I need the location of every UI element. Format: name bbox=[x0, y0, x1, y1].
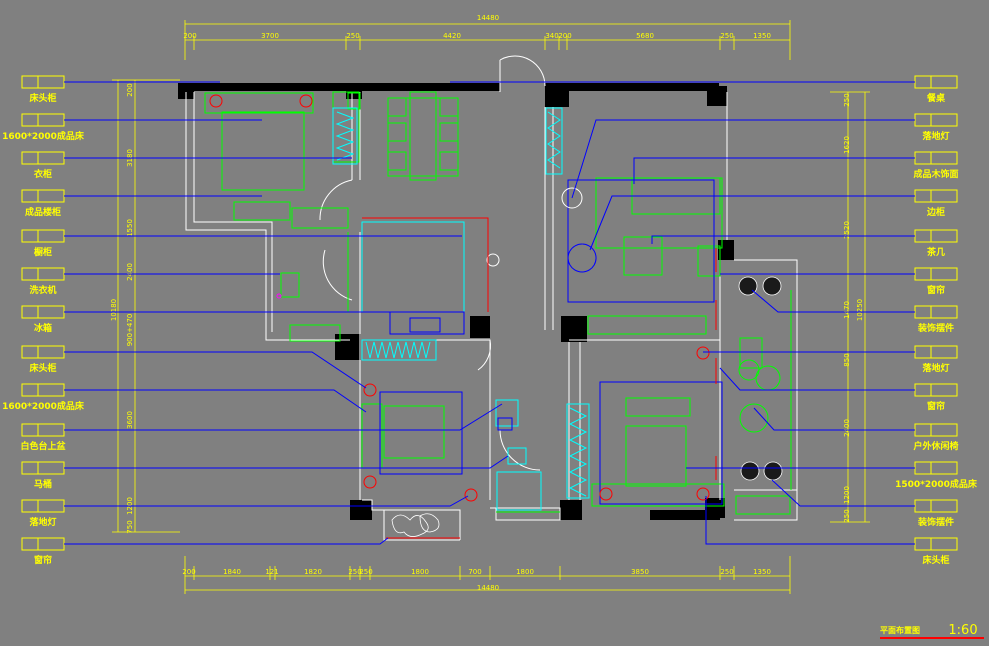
bottom-dim-1: 200 bbox=[182, 568, 195, 576]
left-dim-8: 750 bbox=[126, 520, 134, 533]
left-labels: 床头柜 1600*2000成品床 衣柜 成品楼柜 橱柜 洗衣机 冰箱 床头柜 1… bbox=[2, 92, 85, 566]
left-tags bbox=[21, 75, 509, 551]
bottom-dim-12: 1350 bbox=[753, 568, 771, 576]
wardrobes bbox=[332, 107, 590, 499]
top-dimension: 14480 200 3700 250 4420 340 200 5680 250… bbox=[183, 14, 791, 60]
right-dim-7: 1200 bbox=[843, 486, 851, 504]
left-dim-1: 200 bbox=[126, 83, 134, 96]
bottom-dim-8: 700 bbox=[468, 568, 481, 576]
fixtures bbox=[361, 179, 723, 511]
label-right-9: 窗帘 bbox=[927, 400, 945, 412]
right-dim-8: 250 bbox=[843, 509, 851, 522]
right-labels: 餐桌 落地灯 成品木饰面 边柜 茶几 窗帘 装饰摆件 落地灯 窗帘 户外休闲椅 … bbox=[895, 92, 978, 566]
right-dim-6: 2400 bbox=[843, 419, 851, 437]
thin-walls bbox=[185, 55, 798, 541]
label-right-5: 茶几 bbox=[926, 246, 945, 258]
label-left-5: 橱柜 bbox=[34, 246, 52, 258]
left-dim-3: 1550 bbox=[126, 219, 134, 237]
label-left-12: 落地灯 bbox=[29, 516, 56, 528]
label-right-12: 装饰摆件 bbox=[917, 516, 954, 528]
label-right-8: 落地灯 bbox=[922, 362, 949, 374]
top-dim-4: 4420 bbox=[443, 32, 461, 40]
drawing-title: 平面布置图 bbox=[880, 625, 920, 635]
bottom-dim-6: 250 bbox=[359, 568, 372, 576]
label-left-11: 马桶 bbox=[34, 478, 52, 490]
top-dim-9: 1350 bbox=[753, 32, 771, 40]
label-left-6: 洗衣机 bbox=[29, 284, 56, 296]
right-dim-4: 1470 bbox=[843, 301, 851, 319]
label-left-3: 衣柜 bbox=[34, 168, 52, 180]
drawing-scale: 1:60 bbox=[948, 623, 977, 638]
label-right-1: 餐桌 bbox=[926, 92, 946, 104]
bottom-dim-10: 3850 bbox=[631, 568, 649, 576]
label-left-7: 冰箱 bbox=[34, 322, 52, 334]
top-dim-8: 250 bbox=[720, 32, 733, 40]
title-block: 平面布置图 1:60 bbox=[880, 623, 984, 639]
label-left-4: 成品楼柜 bbox=[25, 206, 61, 218]
right-dim-2: 1620 bbox=[843, 136, 851, 154]
label-right-4: 边柜 bbox=[926, 206, 945, 218]
left-total-dim: 10180 bbox=[110, 299, 118, 321]
furniture bbox=[204, 91, 792, 515]
label-right-6: 窗帘 bbox=[927, 284, 945, 296]
label-right-11: 1500*2000成品床 bbox=[895, 478, 978, 490]
right-total-dim: 10250 bbox=[856, 299, 864, 321]
bottom-dim-9: 1800 bbox=[516, 568, 534, 576]
top-dim-3: 250 bbox=[346, 32, 359, 40]
top-dim-2: 3700 bbox=[261, 32, 279, 40]
bottom-total-dim: 14480 bbox=[477, 584, 499, 592]
label-right-7: 装饰摆件 bbox=[917, 322, 954, 334]
plants bbox=[391, 187, 783, 537]
right-dim-3: 2520 bbox=[843, 221, 851, 239]
bottom-dim-7: 1800 bbox=[411, 568, 429, 576]
label-left-9: 1600*2000成品床 bbox=[2, 400, 85, 412]
label-left-8: 床头柜 bbox=[29, 362, 56, 374]
top-dim-5: 340 bbox=[545, 32, 558, 40]
walls bbox=[178, 83, 734, 520]
right-dim-5: 850 bbox=[843, 353, 851, 366]
left-dim-5: 900+470 bbox=[126, 314, 134, 347]
top-total-dim: 14480 bbox=[477, 14, 499, 22]
top-dim-7: 5680 bbox=[636, 32, 654, 40]
label-left-2: 1600*2000成品床 bbox=[2, 130, 85, 142]
bottom-dim-2: 1840 bbox=[223, 568, 241, 576]
bottom-dim-5: 250 bbox=[348, 568, 361, 576]
bottom-dim-3: 121 bbox=[265, 568, 278, 576]
top-dim-1: 200 bbox=[183, 32, 196, 40]
left-dim-6: 3600 bbox=[126, 411, 134, 429]
right-tags bbox=[450, 75, 958, 551]
label-right-3: 成品木饰面 bbox=[913, 168, 958, 180]
label-left-10: 白色台上盆 bbox=[20, 440, 66, 452]
label-left-1: 床头柜 bbox=[29, 92, 56, 104]
right-dimension: 250 1620 2520 1470 850 2400 1200 250 102… bbox=[830, 91, 870, 523]
red-accents bbox=[209, 94, 717, 539]
label-right-10: 户外休闲椅 bbox=[913, 440, 958, 452]
bottom-dim-11: 250 bbox=[720, 568, 733, 576]
label-left-13: 窗帘 bbox=[34, 554, 52, 566]
label-right-2: 落地灯 bbox=[922, 130, 949, 142]
right-dim-1: 250 bbox=[843, 93, 851, 106]
left-dimension: 200 3180 1550 2400 900+470 3600 1200 750… bbox=[110, 79, 180, 534]
top-dim-6: 200 bbox=[558, 32, 571, 40]
label-right-13: 床头柜 bbox=[922, 554, 949, 566]
bottom-dimension: 200 1840 121 1820 250 250 1800 700 1800 … bbox=[182, 556, 791, 594]
left-dim-4: 2400 bbox=[126, 263, 134, 281]
bottom-dim-4: 1820 bbox=[304, 568, 322, 576]
